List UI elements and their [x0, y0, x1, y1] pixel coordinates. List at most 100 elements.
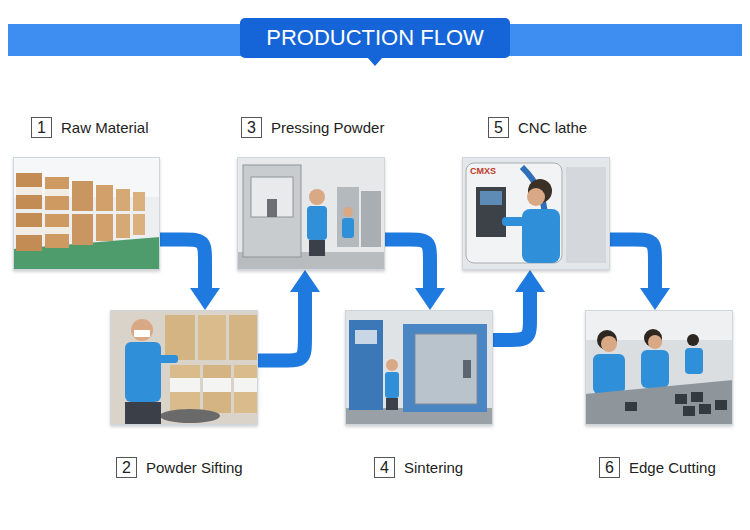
furnace-door — [415, 334, 477, 404]
step-name: Pressing Powder — [271, 119, 384, 136]
photo-ground — [345, 310, 493, 425]
step-label: 6 Edge Cutting — [599, 457, 716, 478]
worker-head — [309, 189, 325, 205]
worker-shirt — [125, 342, 161, 402]
worker-shirt — [342, 218, 354, 238]
press-ram — [267, 199, 277, 217]
worker-head — [386, 359, 398, 371]
drum-label — [203, 378, 231, 392]
worker-shirt — [385, 372, 399, 398]
process-step: 3Pressing Powder — [237, 157, 385, 270]
step-number: 2 — [116, 457, 137, 478]
drum — [198, 315, 226, 360]
drum — [72, 181, 93, 211]
step-label: 3 Pressing Powder — [241, 117, 384, 138]
step-label: 5 CNC lathe — [488, 117, 587, 138]
press-frame — [251, 177, 293, 217]
drum — [165, 315, 195, 360]
step-name: Edge Cutting — [629, 459, 716, 476]
title-pointer — [367, 57, 383, 66]
photo-pressing-powder — [237, 157, 385, 270]
worker-shirt — [522, 209, 560, 263]
drum — [16, 173, 42, 209]
process-step: 1Raw Material — [13, 157, 160, 270]
step-name: CNC lathe — [518, 119, 587, 136]
process-step: 2Powder Sifting — [110, 310, 258, 425]
step-number: 1 — [31, 117, 52, 138]
drum — [72, 214, 93, 245]
worker-shirt — [641, 350, 669, 388]
part — [699, 404, 711, 414]
photo-ground — [110, 310, 258, 425]
step-label: 2 Powder Sifting — [116, 457, 243, 478]
control-panel — [476, 187, 506, 237]
photo-sintering — [345, 310, 493, 425]
worker-head — [131, 319, 153, 341]
drum-label — [16, 187, 42, 195]
photo-ground — [462, 157, 610, 270]
photo-raw-material — [13, 157, 160, 270]
worker-hair — [687, 334, 699, 346]
work-table — [585, 380, 733, 425]
drum — [234, 365, 257, 413]
worker-shirt — [685, 348, 703, 374]
screen — [480, 191, 502, 205]
part — [675, 394, 687, 404]
control-cabinet — [349, 320, 383, 410]
flow-arrow — [610, 239, 655, 288]
machine-brand: CMXS — [470, 166, 496, 176]
drum — [45, 177, 69, 210]
drum-label — [16, 227, 42, 235]
sintering-furnace — [403, 324, 487, 412]
flow-arrow — [258, 292, 305, 361]
worker-trousers — [309, 240, 325, 256]
flow-arrow — [385, 239, 430, 288]
drum — [96, 214, 113, 241]
control-panel — [355, 330, 377, 344]
drum — [45, 214, 69, 248]
photo-edge-cutting — [585, 310, 733, 425]
part — [683, 406, 695, 416]
photo-powder-sifting — [110, 310, 258, 425]
control-cabinet — [361, 191, 381, 247]
worker-arm — [502, 217, 526, 226]
drum — [203, 365, 231, 413]
drum — [133, 192, 145, 211]
worker-arm — [156, 355, 178, 363]
drum-label — [45, 227, 69, 234]
worker-face — [527, 188, 545, 206]
cnc-machine — [466, 163, 562, 263]
flow-arrow — [160, 239, 205, 288]
drum-label — [45, 189, 69, 196]
worker-shirt — [307, 206, 327, 240]
drum — [116, 189, 130, 211]
sieve — [160, 409, 220, 423]
control-cabinet — [337, 187, 359, 247]
flow-arrow — [493, 292, 530, 340]
step-number: 6 — [599, 457, 620, 478]
worker-face — [648, 335, 662, 349]
step-label: 1 Raw Material — [31, 117, 149, 138]
part — [625, 402, 637, 411]
worker-head — [343, 207, 353, 217]
part — [691, 392, 703, 402]
photo-ground — [585, 310, 733, 425]
worker-shirt — [593, 354, 625, 394]
worker-face — [601, 336, 617, 352]
step-name: Powder Sifting — [146, 459, 243, 476]
photo-cnc-lathe — [462, 157, 610, 270]
door-handle — [463, 360, 471, 378]
process-step: 4Sintering — [345, 310, 493, 425]
part — [715, 400, 727, 410]
worker-trousers — [125, 402, 161, 425]
step-number: 3 — [241, 117, 262, 138]
step-number: 5 — [488, 117, 509, 138]
process-step: 6Edge Cutting — [585, 310, 733, 425]
step-number: 4 — [374, 457, 395, 478]
title-tab — [240, 18, 510, 58]
drum — [133, 214, 145, 235]
step-name: Raw Material — [61, 119, 149, 136]
